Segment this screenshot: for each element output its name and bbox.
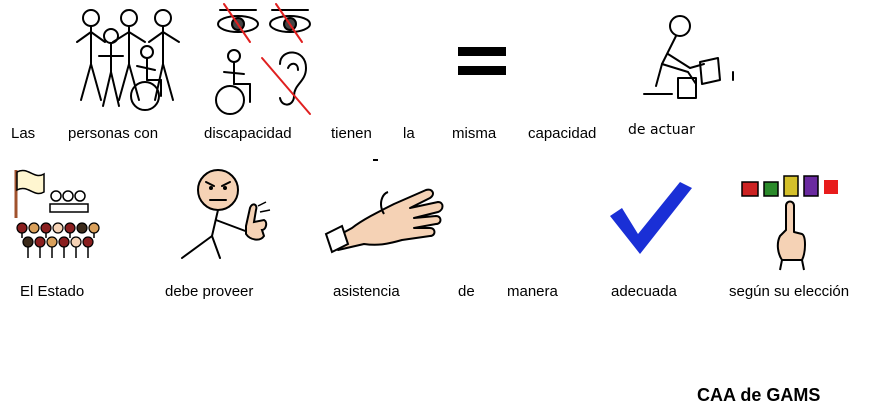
word-manera: manera	[507, 283, 558, 300]
must-person-icon	[181, 169, 271, 259]
people-group-icon	[76, 9, 180, 111]
person-acting-icon	[643, 15, 734, 99]
word-asistencia: asistencia	[333, 283, 400, 300]
word-capacidad: capacidad	[528, 125, 597, 142]
equals-icon	[458, 47, 506, 75]
disability-icon	[215, 3, 311, 115]
word-misma: misma	[452, 125, 497, 142]
word-personas-con: personas con	[68, 125, 159, 142]
credit-label: CAA de GAMS	[697, 385, 821, 405]
word-adecuada: adecuada	[611, 283, 677, 300]
word-las: Las	[11, 125, 36, 142]
word-discapacidad: discapacidad	[204, 125, 292, 142]
word-tienen: tienen	[331, 125, 372, 142]
word-el-estado: El Estado	[20, 283, 85, 300]
choice-pointing-icon	[741, 175, 838, 271]
state-institution-icon	[14, 169, 100, 258]
checkmark-icon	[610, 182, 692, 254]
stray-mark	[373, 159, 378, 161]
word-de-actuar: de actuar	[628, 122, 695, 138]
word-de: de	[458, 283, 475, 300]
word-debe-proveer: debe proveer	[165, 283, 254, 300]
word-segun-su-eleccion: según su elección	[729, 283, 850, 300]
word-la: la	[403, 125, 415, 142]
helping-hand-icon	[324, 188, 444, 254]
